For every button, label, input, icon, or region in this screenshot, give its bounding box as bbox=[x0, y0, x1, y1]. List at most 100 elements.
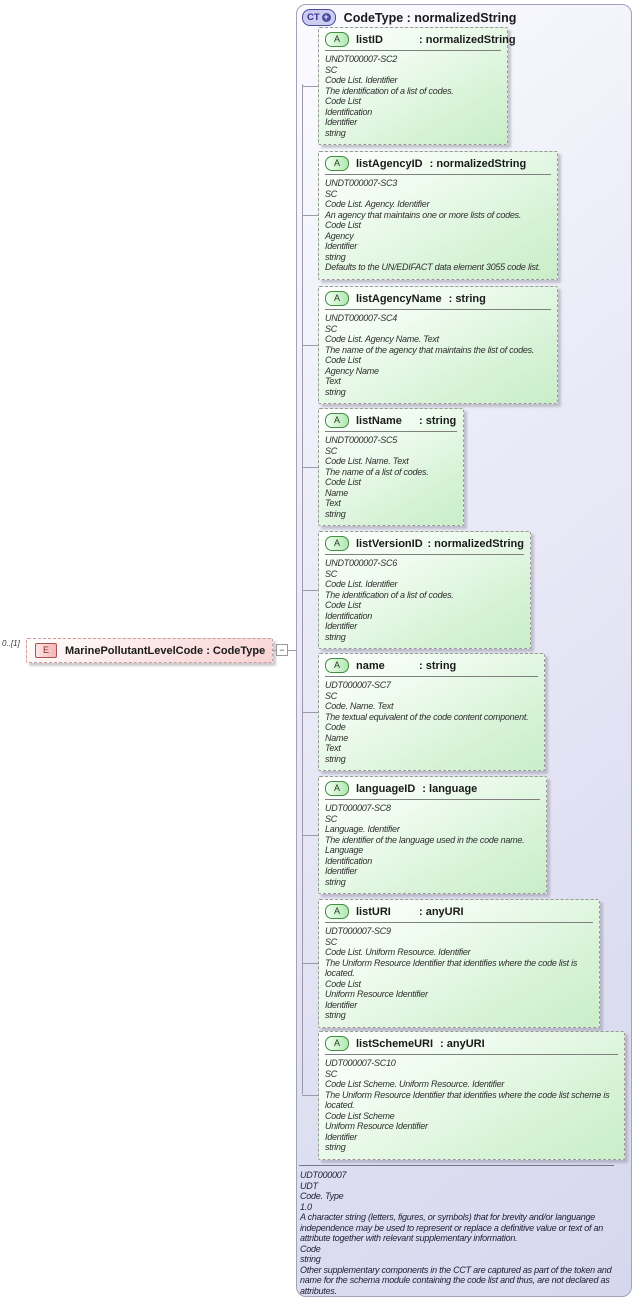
attribute-doc-line: string bbox=[325, 1142, 346, 1152]
attribute-badge: A bbox=[325, 658, 349, 673]
attribute-name: listAgencyID bbox=[356, 157, 423, 170]
attribute-doc-line: Agency Name bbox=[325, 365, 379, 376]
complex-type-badge-label: CT bbox=[307, 12, 320, 23]
attribute-doc-line: SC bbox=[325, 188, 338, 199]
attribute-header: A listAgencyName : string bbox=[319, 287, 557, 307]
attribute-doc-line: Code List bbox=[325, 220, 361, 230]
attribute-name: listSchemeURI bbox=[356, 1037, 434, 1050]
attribute-doc-line: Identifier bbox=[325, 1131, 358, 1142]
attribute-doc-line: Code List bbox=[325, 477, 361, 487]
attribute-box[interactable]: A listID : normalizedString UNDT000007-S… bbox=[302, 27, 516, 145]
collapse-toggle[interactable]: − bbox=[276, 644, 288, 656]
element-box[interactable]: E MarinePollutantLevelCode : CodeType bbox=[26, 638, 273, 663]
attribute-doc-line: UNDT000007-SC3 bbox=[325, 178, 398, 188]
attribute-doc-line: UDT000007-SC9 bbox=[325, 926, 391, 936]
attribute-doc-line: Code List. Identifier bbox=[325, 75, 398, 85]
attribute-badge: A bbox=[325, 904, 349, 919]
attribute-doc-line: Text bbox=[325, 376, 341, 386]
attribute-doc-line: The Uniform Resource Identifier that ide… bbox=[325, 957, 578, 979]
attribute-doc-line: Identification bbox=[325, 855, 373, 866]
attribute-doc-line: Code List. Identifier bbox=[325, 579, 398, 589]
type-doc-line: UDT000007 bbox=[300, 1170, 347, 1180]
attribute-name: languageID bbox=[356, 782, 416, 795]
attribute-name: listURI bbox=[356, 905, 391, 918]
attribute-doc-line: UNDT000007-SC5 bbox=[325, 435, 398, 445]
complex-type-header[interactable]: CT+ CodeType : normalizedString bbox=[302, 9, 516, 26]
attribute-header: A languageID : language bbox=[319, 777, 546, 797]
attribute-type: : string bbox=[419, 414, 457, 427]
type-doc-line: Other supplementary components in the CC… bbox=[300, 1264, 612, 1296]
attribute-doc-line: Identifier bbox=[325, 621, 358, 631]
attribute-doc-line: An agency that maintains one or more lis… bbox=[325, 209, 522, 220]
attribute-doc-line: string bbox=[325, 631, 346, 642]
attribute-doc-line: The name of a list of codes. bbox=[325, 466, 429, 477]
attribute-type: : anyURI bbox=[440, 1037, 485, 1050]
attribute-doc-line: string bbox=[325, 251, 346, 262]
attribute-doc-line: Code bbox=[325, 722, 346, 732]
attribute-doc-line: Uniform Resource Identifier bbox=[325, 1121, 428, 1131]
attribute-doc-line: The Uniform Resource Identifier that ide… bbox=[325, 1089, 610, 1111]
attribute-badge: A bbox=[325, 32, 349, 47]
attribute-doc-line: string bbox=[325, 386, 346, 397]
type-doc-line: Code. Type bbox=[300, 1191, 344, 1201]
attribute-doc-line: Agency bbox=[325, 230, 354, 241]
type-doc-line: Code bbox=[300, 1243, 321, 1254]
attribute-doc-line: string bbox=[325, 127, 346, 138]
attribute-badge: A bbox=[325, 291, 349, 306]
attribute-doc-line: The identifier of the language used in t… bbox=[325, 834, 525, 845]
attribute-badge: A bbox=[325, 413, 349, 428]
attribute-name: listAgencyName bbox=[356, 292, 442, 305]
attribute-header-separator bbox=[325, 554, 524, 555]
attribute-type: : normalizedString bbox=[419, 33, 516, 46]
attribute-header-separator bbox=[325, 799, 540, 800]
attribute-type: : normalizedString bbox=[429, 157, 527, 170]
attribute-doc-line: SC bbox=[325, 568, 338, 579]
attribute-doc-line: SC bbox=[325, 1068, 338, 1079]
attribute-doc-line: Text bbox=[325, 498, 341, 508]
attribute-doc-line: Code. Name. Text bbox=[325, 701, 394, 711]
attribute-badge: A bbox=[325, 781, 349, 796]
attribute-type: : string bbox=[448, 292, 486, 305]
attribute-doc-line: Code List bbox=[325, 600, 361, 610]
attribute-doc-line: SC bbox=[325, 323, 338, 334]
attribute-name: listVersionID bbox=[356, 537, 423, 550]
attribute-box[interactable]: A listAgencyName : string UNDT000007-SC4… bbox=[302, 286, 558, 404]
attribute-doc-line: string bbox=[325, 876, 346, 887]
attribute-header: A listURI : anyURI bbox=[319, 900, 599, 920]
attribute-doc-line: Code List. Name. Text bbox=[325, 456, 409, 466]
attribute-header: A listAgencyID : normalizedString bbox=[319, 152, 557, 172]
attribute-doc-line: The textual equivalent of the code conte… bbox=[325, 711, 529, 722]
attribute-header: A name : string bbox=[319, 654, 544, 674]
attribute-badge: A bbox=[325, 156, 349, 171]
attribute-doc-line: Name bbox=[325, 487, 349, 498]
attribute-doc-line: The identification of a list of codes. bbox=[325, 85, 454, 96]
attribute-doc-line: string bbox=[325, 753, 346, 764]
complex-type-badge: CT+ bbox=[302, 9, 336, 26]
attribute-doc-line: Language bbox=[325, 845, 364, 855]
attribute-doc-line: UDT000007-SC8 bbox=[325, 803, 391, 813]
attribute-doc-line: Identification bbox=[325, 610, 373, 621]
attribute-header: A listName : string bbox=[319, 409, 463, 429]
element-badge: E bbox=[35, 643, 57, 658]
attribute-doc-line: Code List Scheme. Uniform Resource. Iden… bbox=[325, 1079, 505, 1089]
attribute-doc-line: Identifier bbox=[325, 241, 358, 251]
attribute-box[interactable]: A listVersionID : normalizedString UNDT0… bbox=[302, 531, 531, 649]
attribute-doc-line: UNDT000007-SC2 bbox=[325, 54, 398, 64]
attribute-header-separator bbox=[325, 309, 551, 310]
attribute-box[interactable]: A listAgencyID : normalizedString UNDT00… bbox=[302, 151, 558, 280]
attribute-doc-line: Code List. Uniform Resource. Identifier bbox=[325, 947, 471, 957]
expand-icon: + bbox=[321, 12, 331, 22]
attribute-type: : string bbox=[419, 659, 457, 672]
